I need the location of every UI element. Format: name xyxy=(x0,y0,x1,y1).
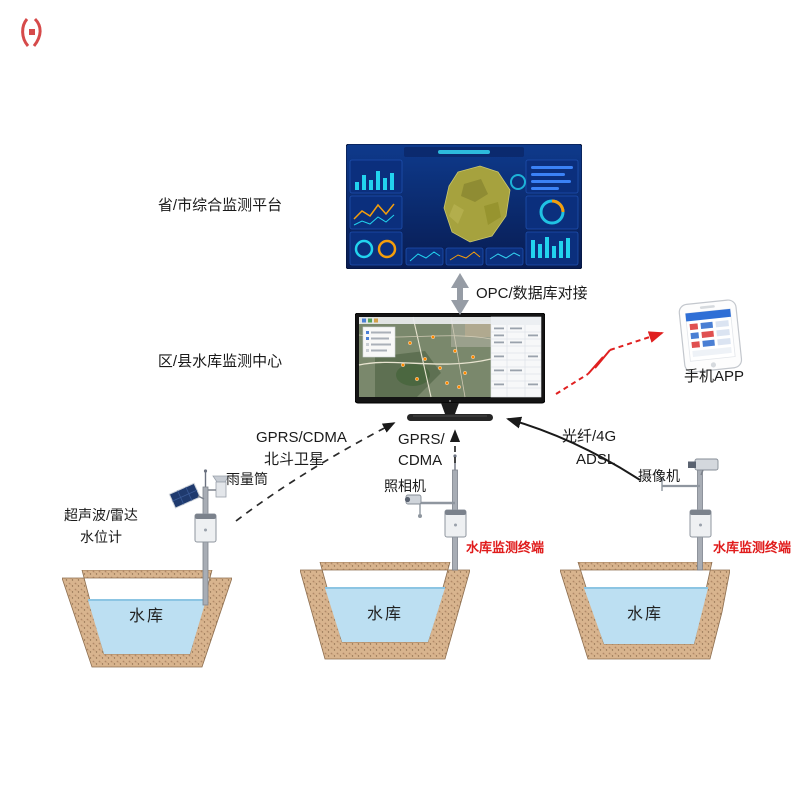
opc-label: OPC/数据库对接 xyxy=(476,285,588,302)
camera xyxy=(404,494,422,518)
link-right-label-2: ADSL xyxy=(576,451,616,468)
link-mid-label-1: GPRS/ xyxy=(398,431,445,448)
station-mid-graphic xyxy=(404,454,467,571)
opc-double-arrow xyxy=(451,273,469,315)
pole xyxy=(202,486,209,606)
station-left-graphic xyxy=(168,469,230,606)
center-label: 区/县水库监测中心 xyxy=(157,353,283,370)
camera-label: 照相机 xyxy=(384,478,426,494)
dashboard-screen-graphic xyxy=(346,144,582,269)
reservoir-left-graphic xyxy=(62,570,232,668)
reservoir-left-label: 水库 xyxy=(128,608,165,625)
terminal-box xyxy=(444,509,467,538)
reservoir-right-label: 水库 xyxy=(626,606,663,623)
phone-speaker xyxy=(699,305,715,309)
monitor-toolbar xyxy=(359,317,491,324)
map-markers xyxy=(401,335,475,389)
water xyxy=(584,588,708,644)
phone-graphic xyxy=(676,297,745,377)
link-phone-red-arrow xyxy=(555,331,664,395)
monitor-stand-neck xyxy=(441,403,459,414)
water-gauge-label-1: 超声波/雷达 xyxy=(64,507,138,523)
station-right-graphic xyxy=(660,458,719,571)
dashboard-map xyxy=(443,165,511,243)
wind-sensor xyxy=(660,477,664,482)
terminal-mid-label: 水库监测终端 xyxy=(466,540,545,555)
video-camera-label: 摄像机 xyxy=(638,468,680,484)
solar-panel xyxy=(168,482,201,509)
bar-chart-mini xyxy=(355,171,394,190)
platform-label: 省/市综合监测平台 xyxy=(157,197,283,214)
water xyxy=(88,600,206,654)
link-mid-label-2: CDMA xyxy=(398,452,443,469)
link-left-label-2: 北斗卫星 xyxy=(264,451,325,468)
video-camera xyxy=(688,458,719,476)
dashboard-bottom-panels xyxy=(405,247,524,266)
watermark-logo xyxy=(21,17,42,47)
monitor-legend-panel xyxy=(362,326,396,358)
link-left-label-1: GPRS/CDMA xyxy=(256,429,347,446)
rain-gauge xyxy=(208,475,230,498)
rain-gauge-label: 雨量筒 xyxy=(226,471,268,487)
phone-home-button xyxy=(710,362,717,368)
water-gauge-label-2: 水位计 xyxy=(80,529,122,545)
phone-screen xyxy=(684,308,736,362)
monitor-data-table xyxy=(490,316,542,398)
water xyxy=(325,588,445,642)
app-label: 手机APP xyxy=(683,368,744,385)
terminal-box xyxy=(689,509,712,538)
reservoir-mid-label: 水库 xyxy=(366,606,403,623)
reservoir-mid-graphic xyxy=(300,562,470,660)
terminal-right-label: 水库监测终端 xyxy=(713,540,792,555)
link-right-label-1: 光纤/4G xyxy=(562,428,617,445)
terminal-box xyxy=(194,513,217,543)
monitor-graphic xyxy=(355,313,545,421)
monitor-stand-base xyxy=(407,414,493,421)
